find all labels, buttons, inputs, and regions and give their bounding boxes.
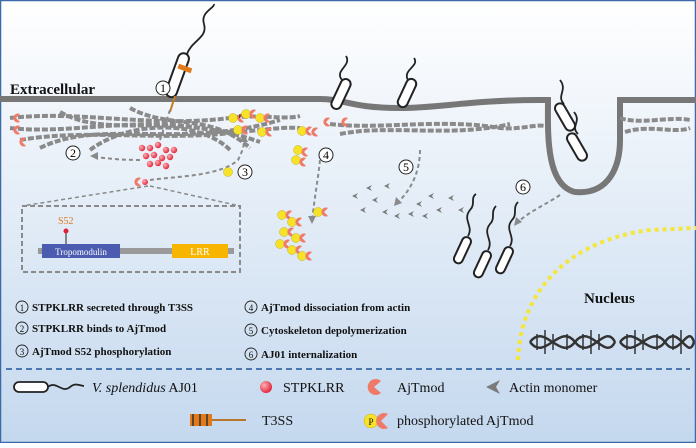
svg-text:5: 5 [249,326,254,336]
p-label: P [239,115,242,120]
step-2: 2 STPKLRR binds to AjTmod [15,321,166,335]
svg-text:Cytoskeleton depolymerization: Cytoskeleton depolymerization [261,325,407,337]
phospho-caps-left: P [228,109,312,137]
svg-text:3: 3 [20,347,25,357]
legend-phospho-ajtmod: P phosphorylated AjTmod [363,413,534,429]
tropomodulin-domain [42,244,120,258]
step-list: 1 STPKLRR secreted through T3SS 2 STPKLR… [15,300,410,361]
legend-stpklrr: STPKLRR [260,381,345,396]
step-4: 4 AjTmod dissociation from actin [244,300,410,314]
bacteria-extracellular [164,52,588,162]
svg-text:2: 2 [70,146,76,160]
svg-text:T3SS: T3SS [262,414,293,429]
legend-t3ss: T3SS [190,414,293,429]
extracellular-label: Extracellular [10,82,95,98]
svg-text:5: 5 [403,160,409,174]
arrow-heads [90,134,522,226]
svg-text:2: 2 [20,324,25,334]
tropomodulin-label: Tropomodulin [55,247,107,257]
domain-inset: Tropomodulin LRR S52 [21,185,241,273]
flagella [186,3,579,135]
svg-text:V. splendidus AJ01: V. splendidus AJ01 [92,381,198,396]
svg-text:AjTmod: AjTmod [397,381,444,396]
svg-text:AjTmod dissociation from actin: AjTmod dissociation from actin [261,302,410,314]
svg-text:STPKLRR: STPKLRR [283,381,345,396]
s52-label: S52 [58,216,74,227]
nuclear-envelope [516,226,696,361]
svg-text:AjTmod S52 phosphorylation: AjTmod S52 phosphorylation [32,346,171,358]
cell-membrane [0,96,696,196]
svg-text:3: 3 [242,165,248,179]
legend-actin: Actin monomer [486,380,598,396]
legend: V. splendidus AJ01 STPKLRR AjTmod Actin … [13,378,598,429]
step-1: 1 STPKLRR secreted through T3SS [15,300,193,314]
bacteria-internalized [452,193,519,279]
stpklrr-ajtmod-complex [134,177,148,187]
step-3: 3 AjTmod S52 phosphorylation [15,344,171,358]
legend-ajtmod: AjTmod [367,378,444,396]
t3ss-injector [169,63,193,113]
svg-text:phosphorylated AjTmod: phosphorylated AjTmod [397,414,534,429]
svg-text:6: 6 [520,180,526,194]
stpklrr-cluster [138,141,178,170]
svg-text:4: 4 [249,303,254,313]
svg-text:1: 1 [160,81,166,95]
protein-backbone [38,248,234,254]
inset-frame [21,205,241,273]
lrr-domain [172,244,228,258]
svg-text:P: P [368,417,373,427]
step-5: 5 Cytoskeleton depolymerization [244,323,407,337]
lrr-label: LRR [190,247,210,258]
svg-text:4: 4 [323,148,329,162]
step-6: 6 AJ01 internalization [244,347,357,361]
svg-text:1: 1 [20,303,25,313]
svg-text:STPKLRR binds to AjTmod: STPKLRR binds to AjTmod [32,323,166,335]
svg-text:6: 6 [249,350,254,360]
svg-text:Actin monomer: Actin monomer [509,381,598,396]
nucleus-label: Nucleus [584,291,635,307]
svg-text:STPKLRR secreted through T3SS: STPKLRR secreted through T3SS [32,302,193,314]
actin-filaments-right [329,116,691,136]
dna-icon [529,330,696,354]
s52-site [63,228,69,234]
legend-bacterium: V. splendidus AJ01 [13,381,198,396]
step-markers: 1 2 3 4 5 6 [65,80,531,195]
svg-text:AJ01 internalization: AJ01 internalization [261,349,357,361]
